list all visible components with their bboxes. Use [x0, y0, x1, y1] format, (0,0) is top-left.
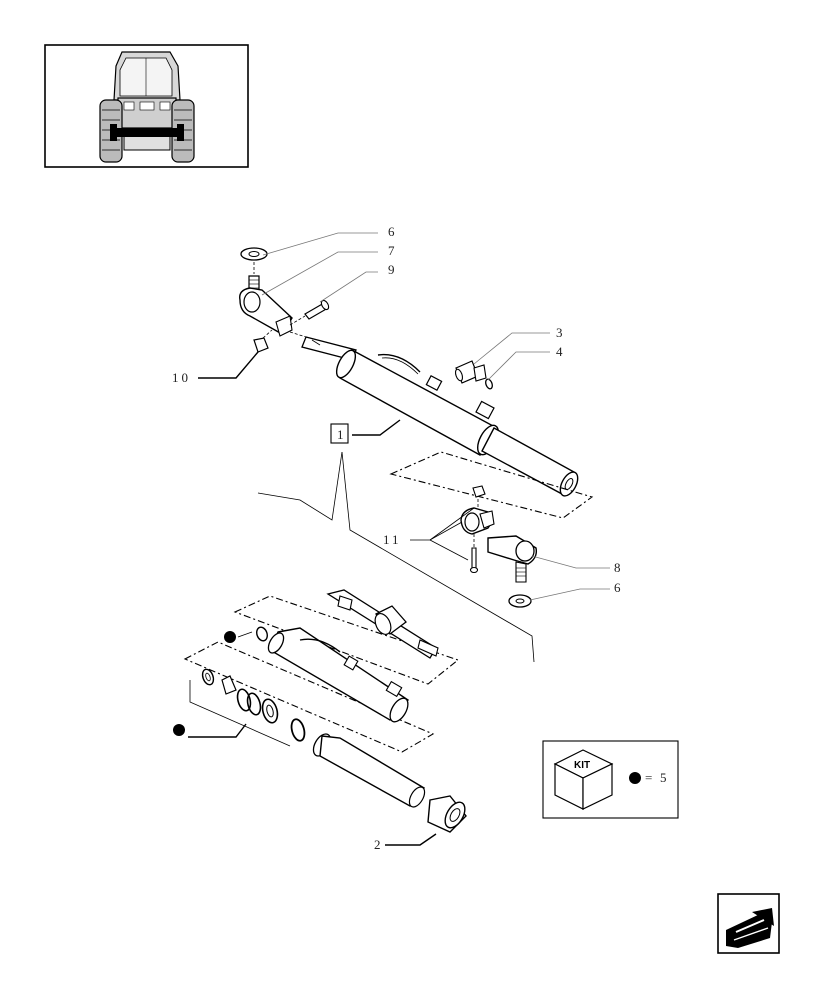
callout-10[interactable]: 10	[172, 370, 191, 385]
kit-box-icon: KIT	[553, 749, 614, 810]
callout-11[interactable]: 11	[383, 532, 402, 547]
kit-label: KIT	[574, 760, 590, 771]
callout-2[interactable]: 2	[374, 837, 381, 852]
group-boundary-upper	[389, 451, 594, 519]
tie-rod-end-left	[239, 247, 330, 353]
callout-3[interactable]: 3	[556, 325, 563, 340]
kit-markers	[173, 631, 236, 736]
kit-equals: =	[645, 770, 652, 785]
leader-lines	[198, 232, 610, 663]
callout-4[interactable]: 4	[556, 344, 563, 359]
kit-legend: KIT = 5	[542, 740, 679, 819]
tractor-front-view-icon	[99, 51, 195, 163]
lower-exploded-assembly	[183, 589, 467, 846]
fitting-and-seal	[454, 360, 493, 390]
callout-1-box	[330, 423, 349, 444]
callout-labels: 6 7 9 10 3 4 1 11 8 6 2	[172, 224, 621, 852]
tie-rod-end-right	[460, 485, 538, 608]
arrow-back-icon	[726, 908, 774, 948]
nav-back-button[interactable]	[717, 893, 780, 954]
callout-6-bottom[interactable]: 6	[614, 580, 621, 595]
steering-cylinder-assembly	[289, 331, 579, 497]
callout-9[interactable]: 9	[388, 262, 395, 277]
callout-1[interactable]: 1	[337, 427, 344, 442]
kit-dot-marker	[173, 724, 185, 736]
callout-6-top[interactable]: 6	[388, 224, 395, 239]
callout-8[interactable]: 8	[614, 560, 621, 575]
kit-legend-dot	[629, 772, 641, 784]
callout-7[interactable]: 7	[388, 243, 395, 258]
kit-dot-marker	[224, 631, 236, 643]
kit-value: 5	[660, 770, 667, 785]
tractor-thumbnail[interactable]	[44, 44, 249, 168]
